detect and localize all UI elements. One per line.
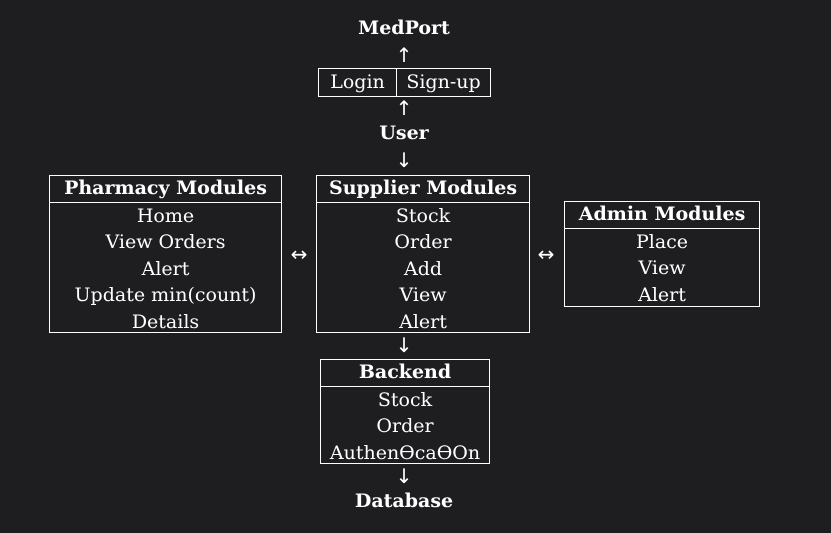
signup-cell: Sign-up [406, 71, 481, 93]
admin-modules-title: Admin Modules [565, 202, 759, 229]
arrow-pharmacy-supplier: ↔ [290, 242, 308, 266]
pharmacy-item: View Orders [105, 231, 226, 254]
supplier-modules-box: Supplier Modules Stock Order Add View Al… [316, 175, 530, 333]
login-cell: Login [319, 69, 397, 96]
pharmacy-item: Home [136, 205, 195, 227]
pharmacy-item: Details [131, 310, 200, 333]
admin-item: View [638, 257, 686, 280]
supplier-modules-title: Supplier Modules [317, 176, 529, 203]
backend-item: AuthenϴcaϴOn [329, 441, 481, 464]
backend-title: Backend [321, 360, 489, 387]
pharmacy-modules-title: Pharmacy Modules [50, 176, 281, 203]
supplier-item: Add [403, 257, 443, 280]
supplier-item: Stock [395, 205, 451, 227]
arrow-up-to-auth: ↑ [395, 96, 413, 120]
pharmacy-modules-box: Pharmacy Modules Home View Orders Alert … [49, 175, 282, 333]
admin-modules-box: Admin Modules Place View Alert [564, 201, 760, 307]
admin-item: Alert [638, 283, 686, 306]
admin-item: Place [635, 231, 689, 253]
arrow-up-to-medport: ↑ [395, 43, 413, 67]
auth-box: Login Sign-up [318, 68, 491, 97]
arrow-supplier-admin: ↔ [537, 242, 555, 266]
backend-item: Order [376, 415, 434, 438]
backend-box: Backend Stock Order AuthenϴcaϴOn [320, 359, 490, 464]
arrow-down-to-database: ↓ [395, 464, 413, 488]
user-label: User [379, 122, 429, 144]
arrow-down-to-backend: ↓ [395, 333, 413, 357]
supplier-item: View [399, 284, 447, 307]
database-label: Database [354, 490, 454, 512]
backend-item: Stock [377, 389, 433, 411]
pharmacy-item: Alert [141, 257, 190, 280]
supplier-item: Order [394, 231, 452, 254]
arrow-down-to-supplier: ↓ [395, 148, 413, 172]
supplier-item: Alert [399, 310, 447, 333]
pharmacy-item: Update min(count) [74, 284, 257, 307]
app-title: MedPort [358, 17, 450, 39]
